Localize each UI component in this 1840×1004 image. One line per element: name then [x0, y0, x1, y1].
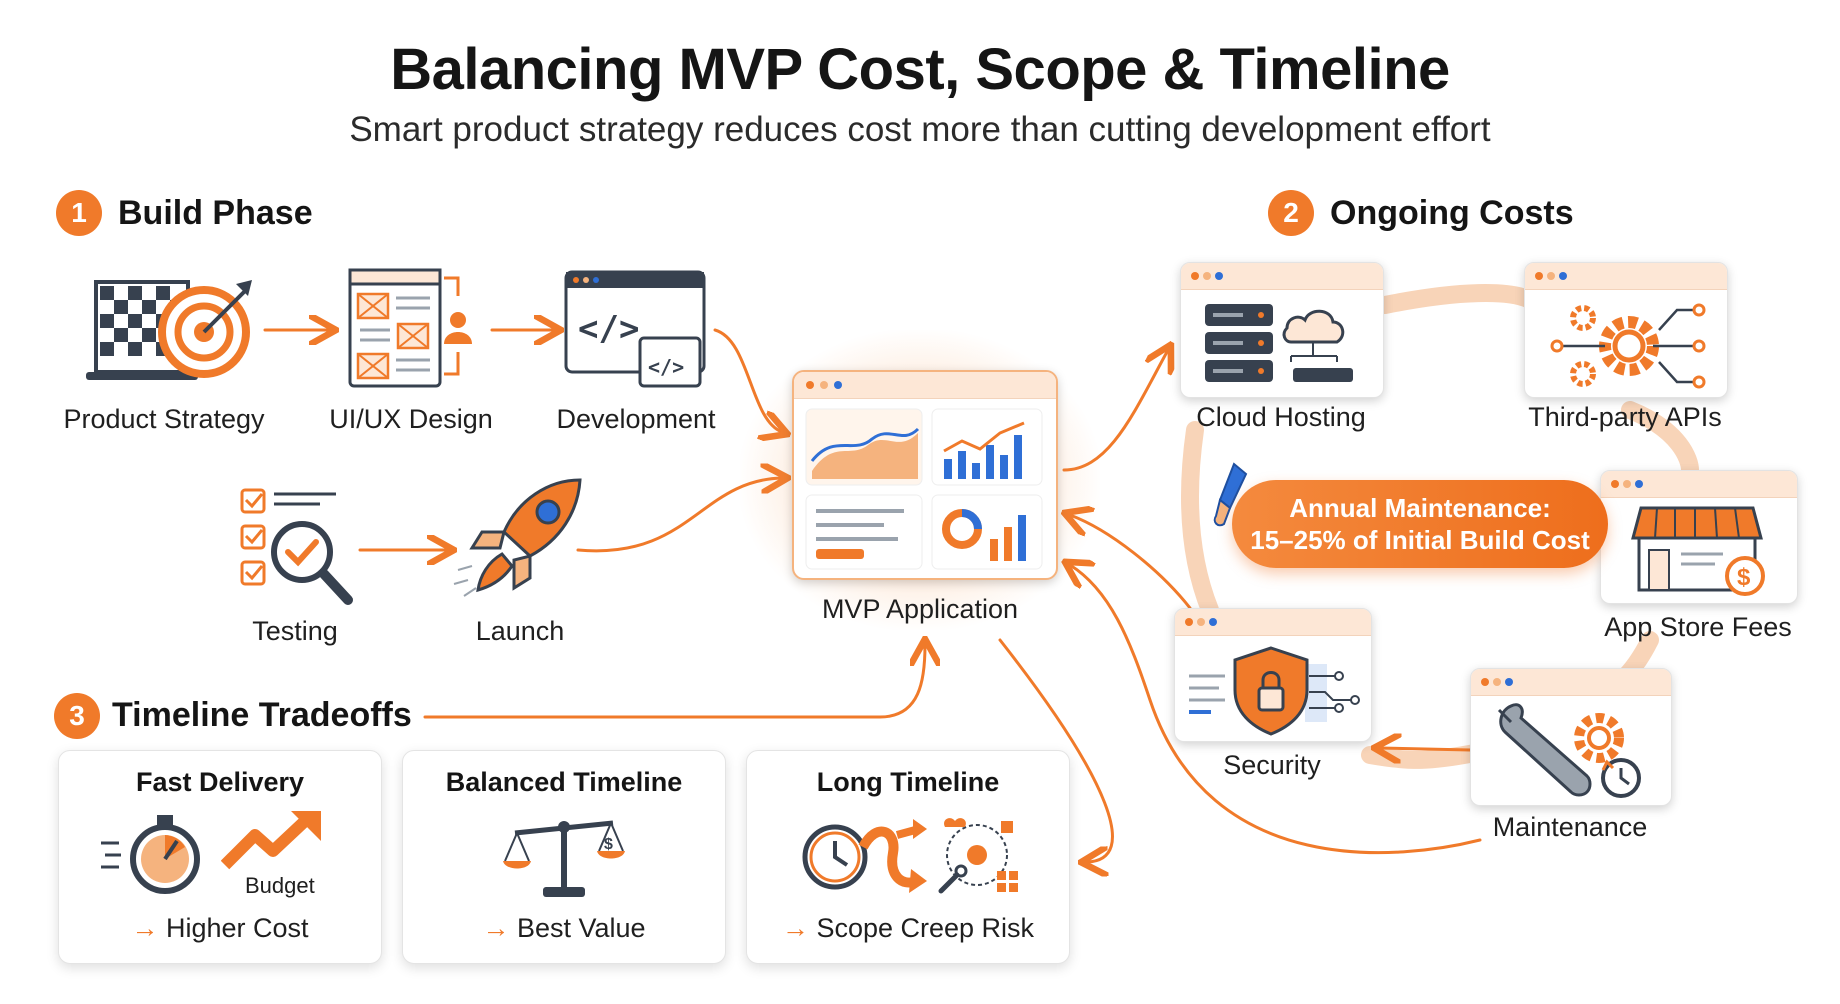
server-cloud-icon [1205, 304, 1353, 382]
gears-network-icon [1550, 303, 1706, 389]
maintenance-banner-line2: 15–25% of Initial Build Cost [1250, 525, 1590, 555]
build-step-development-label: Development [556, 404, 716, 434]
dashboard-charts-icon [805, 408, 1043, 570]
code-window-icon: </> </> [564, 270, 706, 388]
tradeoff-card-fast[interactable]: Fast Delivery Budget → Higher Cost [58, 750, 382, 964]
tradeoff-card-long[interactable]: Long Timeline → Scope Creep Risk [746, 750, 1070, 964]
tradeoff-long-title: Long Timeline [816, 767, 1000, 797]
rocket-icon [453, 478, 582, 597]
build-step-strategy-label: Product Strategy [63, 404, 265, 434]
tradeoff-fast-tag: Budget [245, 873, 315, 898]
maintenance-cost-banner: Annual Maintenance: 15–25% of Initial Bu… [1232, 480, 1608, 568]
clock-scope-icon [802, 818, 1018, 894]
third-party-apis-card[interactable] [1524, 262, 1728, 398]
stopwatch-icon [101, 815, 200, 894]
ongoing-maintenance-label: Maintenance [1492, 812, 1648, 842]
build-step-testing-label: Testing [252, 616, 338, 646]
ongoing-security-label: Security [1223, 750, 1321, 780]
build-step-launch-label: Launch [475, 616, 565, 646]
page-title: Balancing MVP Cost, Scope & Timeline [390, 37, 1450, 102]
security-card[interactable] [1174, 608, 1372, 742]
balance-scale-icon: $ [503, 820, 625, 897]
arrow-right-icon: → [781, 913, 809, 943]
mvp-application-window[interactable] [792, 370, 1058, 580]
svg-text:$: $ [1737, 564, 1751, 591]
section-title-ongoing: Ongoing Costs [1330, 194, 1574, 232]
section-number-build: 1 [56, 190, 102, 236]
ongoing-apis-label: Third-party APIs [1528, 402, 1722, 432]
maintenance-banner-line1: Annual Maintenance: [1289, 493, 1551, 523]
section-title-build: Build Phase [118, 194, 313, 232]
tradeoff-fast-title: Fast Delivery [135, 767, 305, 797]
tradeoff-balanced-title: Balanced Timeline [445, 767, 683, 797]
strategy-target-icon [86, 280, 252, 380]
tradeoff-balanced-result: → Best Value [482, 913, 646, 943]
tradeoff-long-result: → Scope Creep Risk [781, 913, 1035, 943]
paint-brush-icon [1213, 462, 1248, 527]
arrow-right-icon: → [131, 913, 159, 943]
mvp-application-label: MVP Application [821, 594, 1019, 624]
section-number-timeline: 3 [54, 693, 100, 739]
svg-text:</>: </> [648, 355, 684, 379]
section-number-ongoing: 2 [1268, 190, 1314, 236]
ongoing-hosting-label: Cloud Hosting [1196, 402, 1366, 432]
testing-magnifier-icon [240, 488, 353, 605]
build-step-uiux-label: UI/UX Design [329, 404, 493, 434]
cloud-hosting-card[interactable] [1180, 262, 1384, 398]
shield-lock-icon [1189, 646, 1360, 736]
wrench-gear-icon [1497, 703, 1641, 798]
app-store-fees-card[interactable]: $ [1600, 470, 1798, 604]
tradeoff-card-balanced[interactable]: Balanced Timeline $ → Best Value [402, 750, 726, 964]
svg-text:</>: </> [578, 309, 639, 349]
arrow-right-icon: → [482, 913, 510, 943]
page-subtitle: Smart product strategy reduces cost more… [349, 110, 1491, 149]
maintenance-card[interactable] [1470, 668, 1672, 806]
storefront-icon: $ [1631, 506, 1765, 596]
ongoing-appstore-label: App Store Fees [1604, 612, 1792, 642]
svg-text:$: $ [604, 836, 613, 853]
wireframe-design-icon [348, 268, 472, 388]
rising-cost-arrow-icon [221, 811, 321, 870]
section-title-timeline: Timeline Tradeoffs [112, 696, 412, 734]
tradeoff-fast-result: → Higher Cost [131, 913, 309, 943]
